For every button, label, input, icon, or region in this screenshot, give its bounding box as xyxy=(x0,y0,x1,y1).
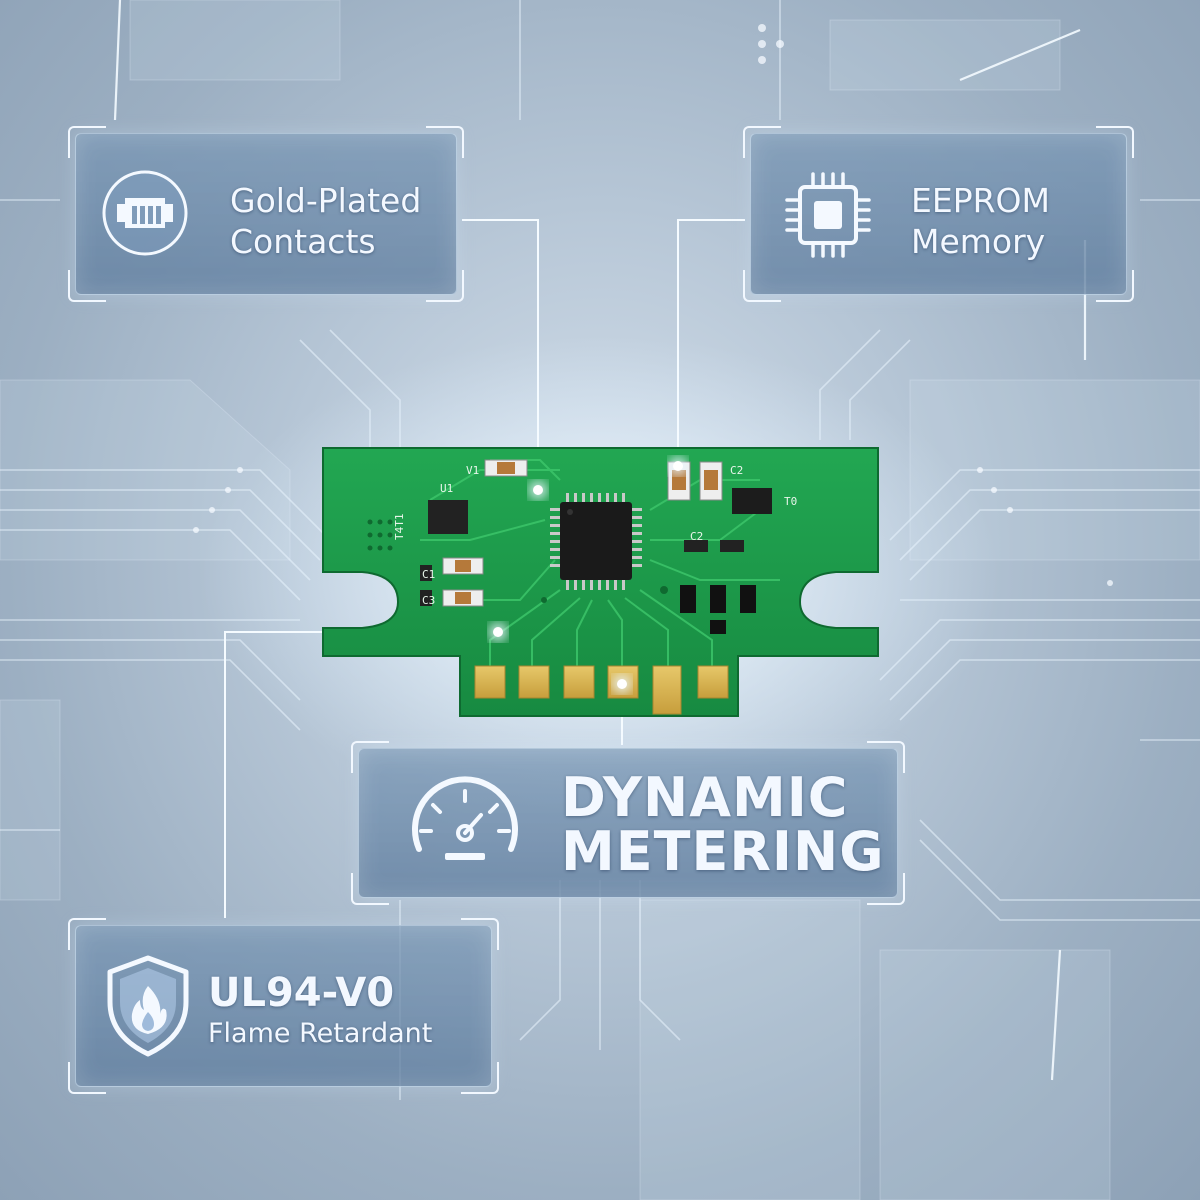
feature-card-flame-retardant: UL94-V0 Flame Retardant xyxy=(68,918,499,1094)
dynamic-metering-title: DYNAMIC xyxy=(561,766,849,829)
gold-plated-title: Gold-Plated xyxy=(230,181,422,220)
eeprom-title: EEPROM xyxy=(911,181,1050,220)
eeprom-subtitle: Memory xyxy=(911,222,1046,261)
silkscreen-u1: U1 xyxy=(440,482,453,495)
feature-card-gold-plated-contacts: Gold-Plated Contacts xyxy=(68,126,464,302)
silkscreen-c1: C1 xyxy=(422,568,435,581)
contact-pad xyxy=(518,665,550,699)
silkscreen-c3: C3 xyxy=(422,594,435,607)
flame-retardant-title: UL94-V0 xyxy=(208,970,395,1016)
feature-card-eeprom-memory: EEPROM Memory xyxy=(743,126,1134,302)
main-ic xyxy=(550,493,642,590)
dynamic-metering-subtitle: METERING xyxy=(561,820,885,883)
gold-plated-subtitle: Contacts xyxy=(230,222,376,261)
contact-pad xyxy=(563,665,595,699)
contact-pad xyxy=(697,665,729,699)
shield-flame-icon xyxy=(107,955,189,1057)
contact-pad xyxy=(474,665,506,699)
feature-card-dynamic-metering: DYNAMIC METERING xyxy=(351,741,905,905)
connector-icon xyxy=(102,170,188,256)
chip-icon xyxy=(785,172,871,258)
silkscreen-t0: T0 xyxy=(784,495,797,508)
flame-retardant-subtitle: Flame Retardant xyxy=(208,1018,433,1049)
contact-pad xyxy=(652,665,682,715)
silkscreen-t4t1: T4T1 xyxy=(393,514,406,541)
speedometer-icon xyxy=(412,776,518,860)
silkscreen-c2: C2 xyxy=(730,464,743,477)
silkscreen-v1: V1 xyxy=(466,464,479,477)
silkscreen-c2b: C2 xyxy=(690,530,703,543)
